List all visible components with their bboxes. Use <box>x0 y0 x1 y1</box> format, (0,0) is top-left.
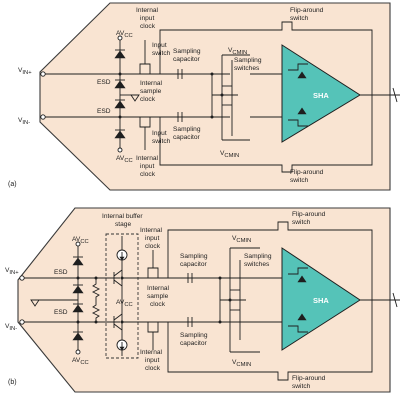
svg-text:VIN+: VIN+ <box>5 267 19 276</box>
avcc-top-b: AVCC <box>72 236 89 245</box>
sha-amplifier-b <box>250 247 400 351</box>
esd-bottom-a: ESD <box>97 108 111 115</box>
vin-minus-b: VIN- <box>5 319 120 332</box>
sampling-switches-a <box>210 54 250 141</box>
panel-a-outline <box>39 2 391 191</box>
input-switches-b <box>147 250 159 350</box>
flip-switches-b <box>167 221 373 381</box>
flip-switches-a <box>159 21 373 173</box>
svg-text:VIN-: VIN- <box>5 323 17 332</box>
panel-a-id: (a) <box>8 181 17 188</box>
sampling-capacitors-b <box>187 273 193 327</box>
vcmin-top-b: VCMIN <box>232 235 251 244</box>
sha-label-b: SHA <box>313 296 329 305</box>
avcc-bottom-b: AVCC <box>72 357 89 366</box>
avcc-mid-b: AVCC <box>116 299 133 308</box>
esd-bottom-b: ESD <box>54 309 68 316</box>
vin-plus-b: VIN+ <box>5 267 120 281</box>
sampling-switches-b <box>218 247 260 353</box>
panel-a: (a) VIN+ VIN- AVCC AVCC ESD <box>8 2 400 191</box>
input-switches-a <box>139 40 151 150</box>
vin-minus-a: VIN- <box>18 114 230 126</box>
svg-text:VIN+: VIN+ <box>18 67 32 76</box>
esd-top-b: ESD <box>54 269 68 276</box>
esd-diodes-a <box>114 35 140 153</box>
vcmin-top-a: VCMIN <box>228 47 247 56</box>
sha-amplifier-a <box>250 44 400 143</box>
buffer-stage-b <box>105 233 250 359</box>
sampling-capacitors-a <box>177 69 183 122</box>
esd-top-a: ESD <box>97 79 111 86</box>
panel-b-id: (b) <box>8 379 17 386</box>
avcc-bottom-a: AVCC <box>116 155 133 164</box>
panel-b: (b) VIN+ VIN- <box>5 207 400 393</box>
panel-b-outline <box>17 207 391 393</box>
svg-text:VIN-: VIN- <box>18 117 30 126</box>
esd-diodes-b <box>30 241 101 355</box>
vin-plus-a: VIN+ <box>18 67 230 77</box>
vcmin-bottom-b: VCMIN <box>232 359 251 368</box>
sha-label-a: SHA <box>313 91 329 100</box>
vcmin-bottom-a: VCMIN <box>220 150 239 159</box>
avcc-top-a: AVCC <box>116 30 133 39</box>
